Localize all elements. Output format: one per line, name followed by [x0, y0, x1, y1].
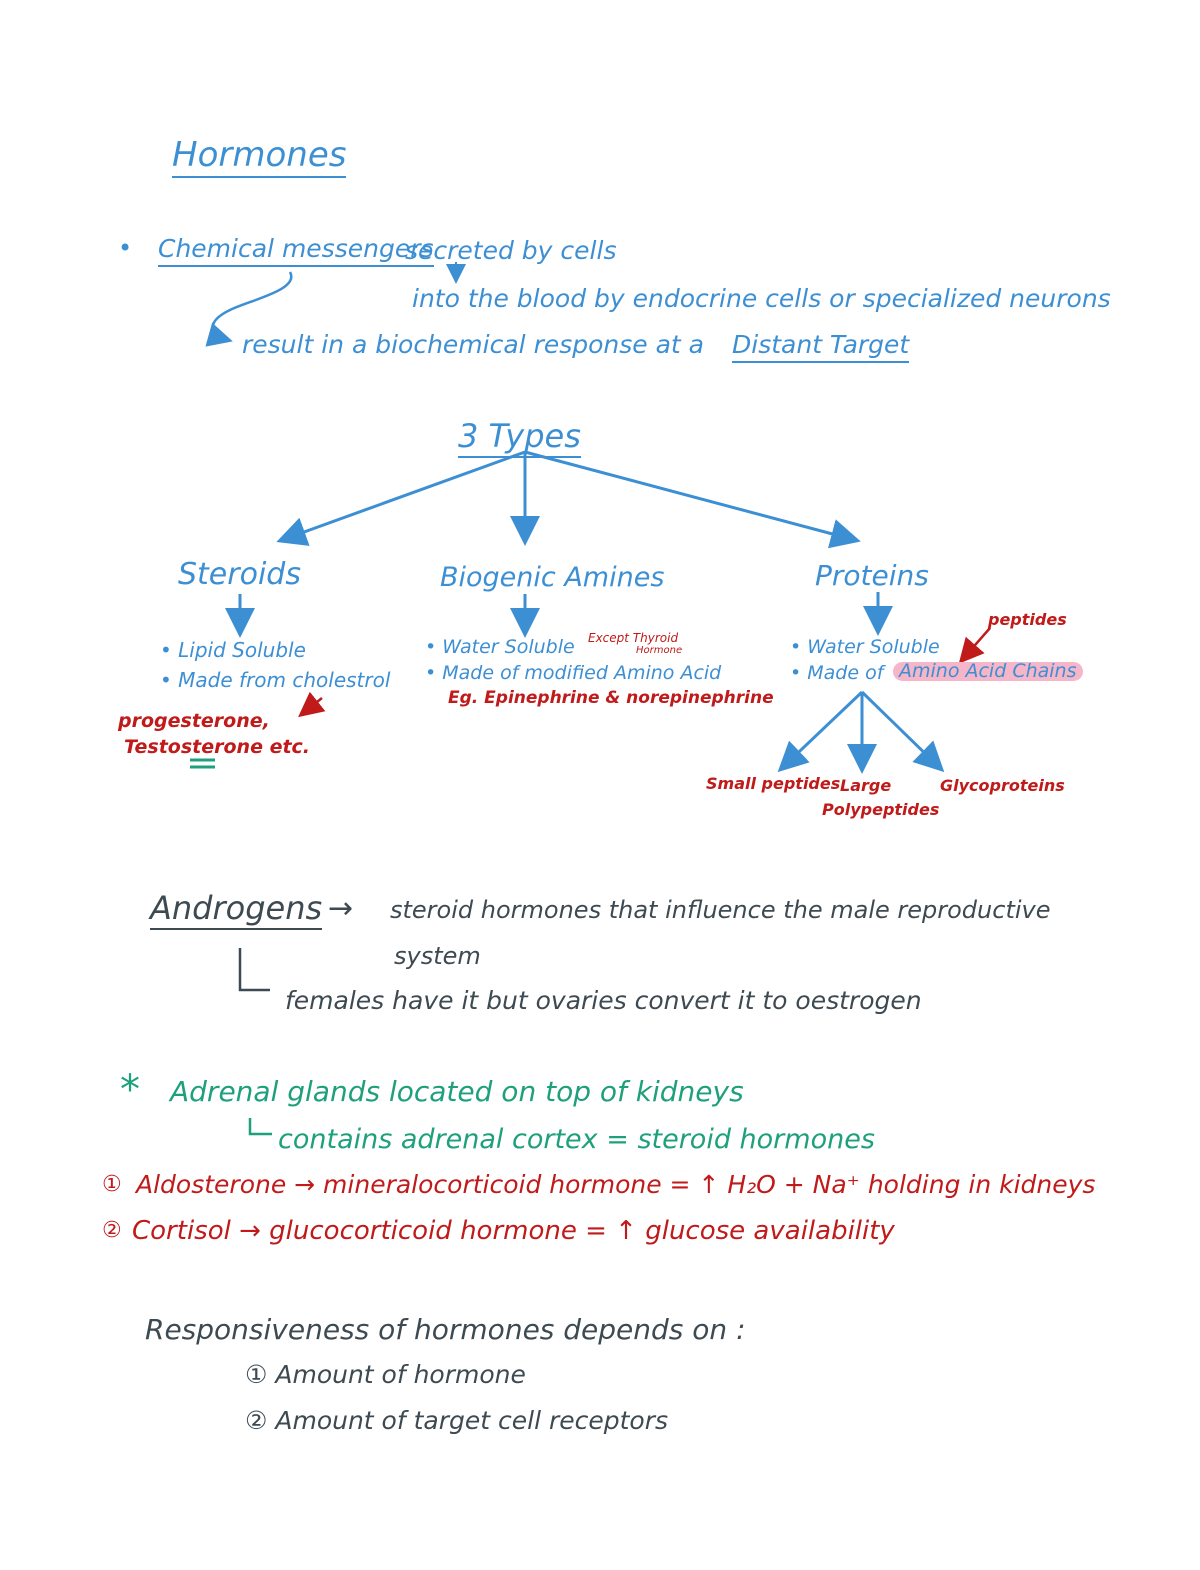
steroids-example-1: progesterone,: [118, 710, 270, 732]
subtype-small-peptides: Small peptides: [706, 774, 841, 793]
amines-example: Eg. Epinephrine & norepinephrine: [448, 688, 774, 708]
steroids-example-2: Testosterone etc.: [124, 736, 311, 758]
proteins-bullet-1: • Water Soluble: [790, 636, 940, 658]
steroids-title: Steroids: [178, 557, 301, 592]
subtype-large: Large: [840, 776, 892, 795]
definition-line3: result in a biochemical response at a: [242, 330, 704, 359]
subtype-glycoproteins: Glycoproteins: [940, 776, 1065, 795]
cortisol-line: Cortisol → glucocorticoid hormone = ↑ gl…: [132, 1216, 895, 1246]
aldosterone-line: Aldosterone → mineralocorticoid hormone …: [136, 1170, 1096, 1199]
adrenal-line2: contains adrenal cortex = steroid hormon…: [278, 1124, 875, 1155]
amino-acid-chains-highlight: Amino Acid Chains: [893, 662, 1083, 681]
androgens-note: females have it but ovaries convert it t…: [285, 986, 922, 1015]
item1-number: ①: [102, 1172, 122, 1197]
androgens-term: Androgens: [150, 892, 323, 930]
amines-note-2: Hormone: [636, 645, 683, 656]
androgens-def-line2: system: [394, 942, 481, 970]
types-heading: 3 Types: [458, 420, 581, 458]
responsiveness-heading: Responsiveness of hormones depends on :: [145, 1313, 746, 1346]
androgens-arrow: →: [328, 891, 354, 926]
amines-title: Biogenic Amines: [440, 562, 665, 593]
responsiveness-item-2: ② Amount of target cell receptors: [245, 1406, 669, 1435]
steroids-bullet-1: • Lipid Soluble: [160, 638, 306, 662]
androgens-def-line1: steroid hormones that influence the male…: [390, 896, 1051, 924]
item2-number: ②: [102, 1218, 122, 1243]
proteins-bullet-2: • Made of: [790, 662, 884, 684]
definition-line2: into the blood by endocrine cells or spe…: [412, 284, 1111, 313]
peptides-note: peptides: [988, 610, 1067, 629]
distant-target-term: Distant Target: [732, 332, 910, 363]
adrenal-line1: Adrenal glands located on top of kidneys: [170, 1075, 744, 1108]
chemical-messengers-term: Chemical messengers: [158, 236, 434, 267]
subtype-polypeptides: Polypeptides: [822, 800, 940, 819]
proteins-title: Proteins: [815, 559, 929, 592]
amines-bullet-1: • Water Soluble: [425, 636, 575, 658]
asterisk-mark: *: [120, 1067, 140, 1113]
amines-bullet-2: • Made of modified Amino Acid: [425, 662, 722, 684]
steroids-bullet-2: • Made from cholestrol: [160, 668, 391, 692]
amines-note-1: Except Thyroid: [588, 631, 679, 645]
responsiveness-item-1: ① Amount of hormone: [245, 1360, 526, 1389]
page-title: Hormones: [172, 138, 347, 178]
definition-line1: secreted by cells: [405, 236, 617, 265]
bullet-dot: •: [118, 234, 133, 262]
